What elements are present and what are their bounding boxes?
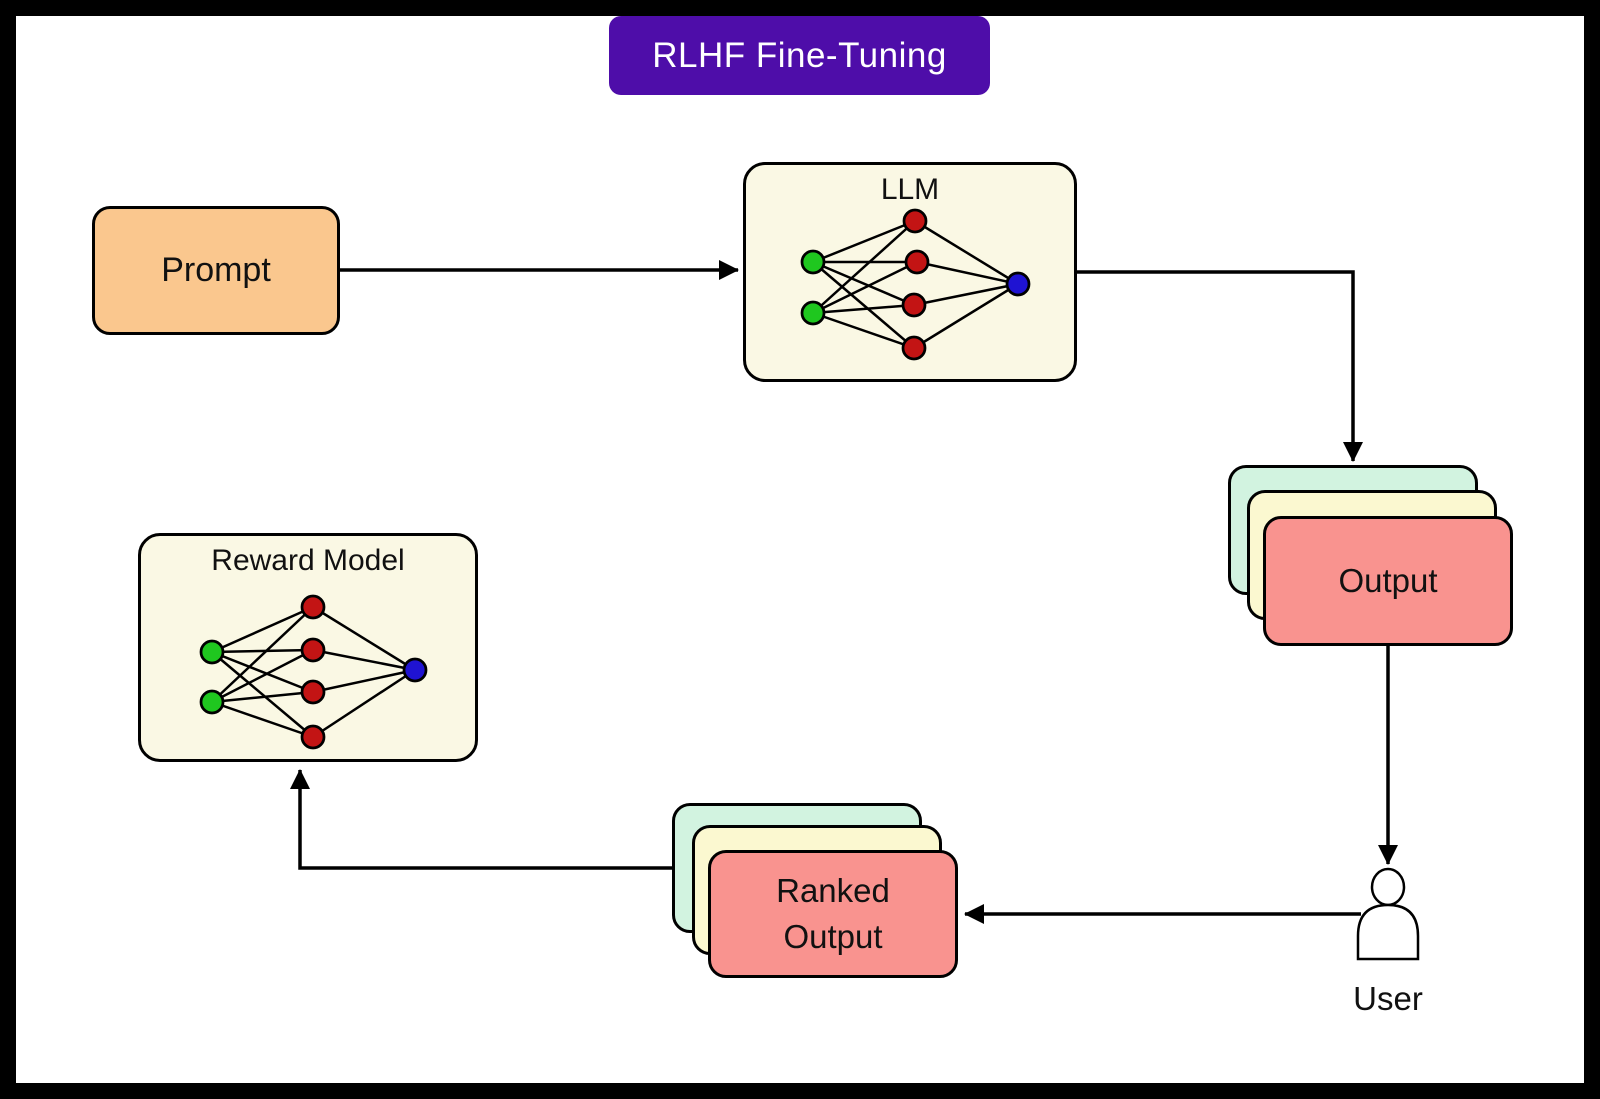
diagram-title-banner: RLHF Fine-Tuning [609, 16, 990, 95]
reward-model-node: Reward Model [138, 533, 478, 762]
prompt-label: Prompt [161, 251, 271, 289]
prompt-node: Prompt [92, 206, 340, 335]
diagram-title: RLHF Fine-Tuning [652, 35, 947, 75]
user-label: User [1353, 980, 1423, 1017]
ranked-output-node: Ranked Output [708, 850, 958, 978]
ranked-output-label: Ranked Output [776, 871, 890, 955]
output-label: Output [1338, 562, 1438, 599]
llm-node: LLM [743, 162, 1077, 382]
reward-model-label: Reward Model [211, 544, 405, 577]
llm-label: LLM [880, 173, 940, 206]
output-node: Output [1263, 516, 1513, 646]
